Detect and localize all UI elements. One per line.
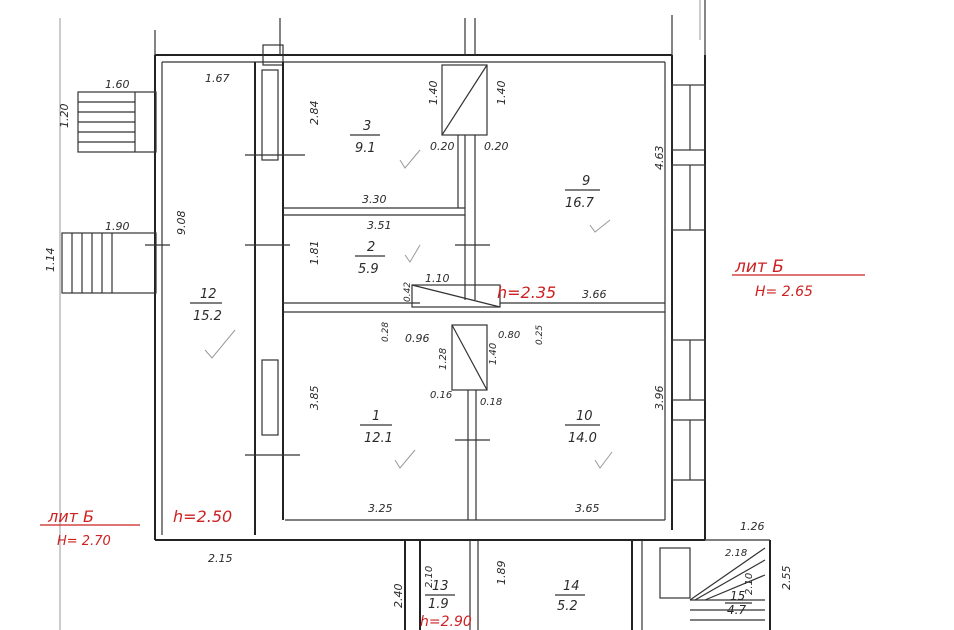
dimension-label: 1.81 [308,241,321,266]
dimension-label: 3.85 [308,386,321,411]
room-area: 12.1 [364,431,393,446]
dimension-label: 0.96 [405,332,430,345]
dimension-label: 3.25 [368,502,393,515]
dimension-label: 0.16 [430,390,452,401]
dimension-label: 1.14 [44,248,57,273]
dimension-label: 3.51 [367,219,392,232]
dimension-labels: 1.60 1.20 1.67 2.84 1.40 1.40 0.20 0.20 … [44,72,793,608]
dimension-label: 3.66 [582,288,607,301]
room-area: 9.1 [355,141,376,156]
room-area: 16.7 [565,196,595,211]
building-walls [154,0,706,541]
ceiling-height-bottom: h=2.90 [420,614,472,630]
dimension-label: 1.89 [495,561,508,586]
dimension-label: 1.67 [205,72,230,85]
room-number: 15 [730,589,745,603]
room-number: 14 [563,579,580,594]
dimension-label: 1.26 [740,520,765,533]
left-stairs [61,91,157,294]
windows [261,69,706,481]
dimension-label: 2.84 [308,101,321,126]
height-left: H= 2.70 [57,534,111,549]
dimension-label: 1.90 [105,220,130,233]
dimension-label: 3.96 [653,386,666,411]
dimension-label: 1.28 [438,348,449,370]
building-letter-left: лит Б [47,507,94,526]
bottom-annex [404,539,771,630]
dimension-label: 2.18 [725,548,747,559]
dimension-label: 0.25 [535,325,545,345]
dimension-label: 1.40 [427,81,440,106]
dimension-label: 2.10 [744,573,755,595]
room-area: 14.0 [568,431,597,446]
tick-marks [145,154,490,456]
room-area: 5.9 [358,262,379,277]
dimension-label: 1.40 [495,81,508,106]
ceiling-height-room12: h=2.50 [173,507,232,526]
ceiling-height-main: h=2.35 [497,283,556,302]
room-area: 15.2 [193,309,222,324]
dimension-label: 1.20 [58,104,71,129]
dimension-label: 3.30 [362,193,387,206]
room-number: 13 [432,579,449,594]
dimension-label: 2.55 [780,566,793,591]
room-number: 1 [372,409,380,424]
dimension-label: 4.63 [653,146,666,171]
height-right: H= 2.65 [755,284,813,300]
room-area: 5.2 [557,599,578,614]
room-number: 2 [367,240,375,255]
building-letter-right: лит Б [734,257,784,277]
dimension-label: 2.10 [424,566,435,588]
background-lines [59,0,701,630]
dimension-label: 9.08 [175,211,188,236]
room-area: 1.9 [428,597,449,612]
dimension-label: 0.20 [484,140,509,153]
room-area: 4.7 [727,603,746,617]
dimension-label: 0.42 [403,282,413,302]
dimension-label: 2.15 [208,552,233,565]
room-number: 10 [576,409,593,424]
dimension-label: 0.28 [381,322,391,342]
room-labels: 3 9.1 9 16.7 2 5.9 12 15.2 1 12.1 10 14.… [190,119,752,617]
room-number: 3 [363,119,371,134]
dimension-label: 1.40 [488,343,499,365]
height-annotations: h=2.35 лит Б H= 2.65 h=2.50 лит Б H= 2.7… [40,257,865,630]
check-marks [204,149,613,469]
room-number: 9 [582,174,590,189]
dimension-label: 3.65 [575,502,600,515]
dimension-label: 0.18 [480,397,502,408]
dimension-label: 1.60 [105,78,130,91]
room-number: 12 [200,287,217,302]
dimension-label: 2.40 [392,584,405,609]
dimension-label: 1.10 [425,272,450,285]
dimension-label: 0.80 [498,330,520,341]
dimension-label: 0.20 [430,140,455,153]
